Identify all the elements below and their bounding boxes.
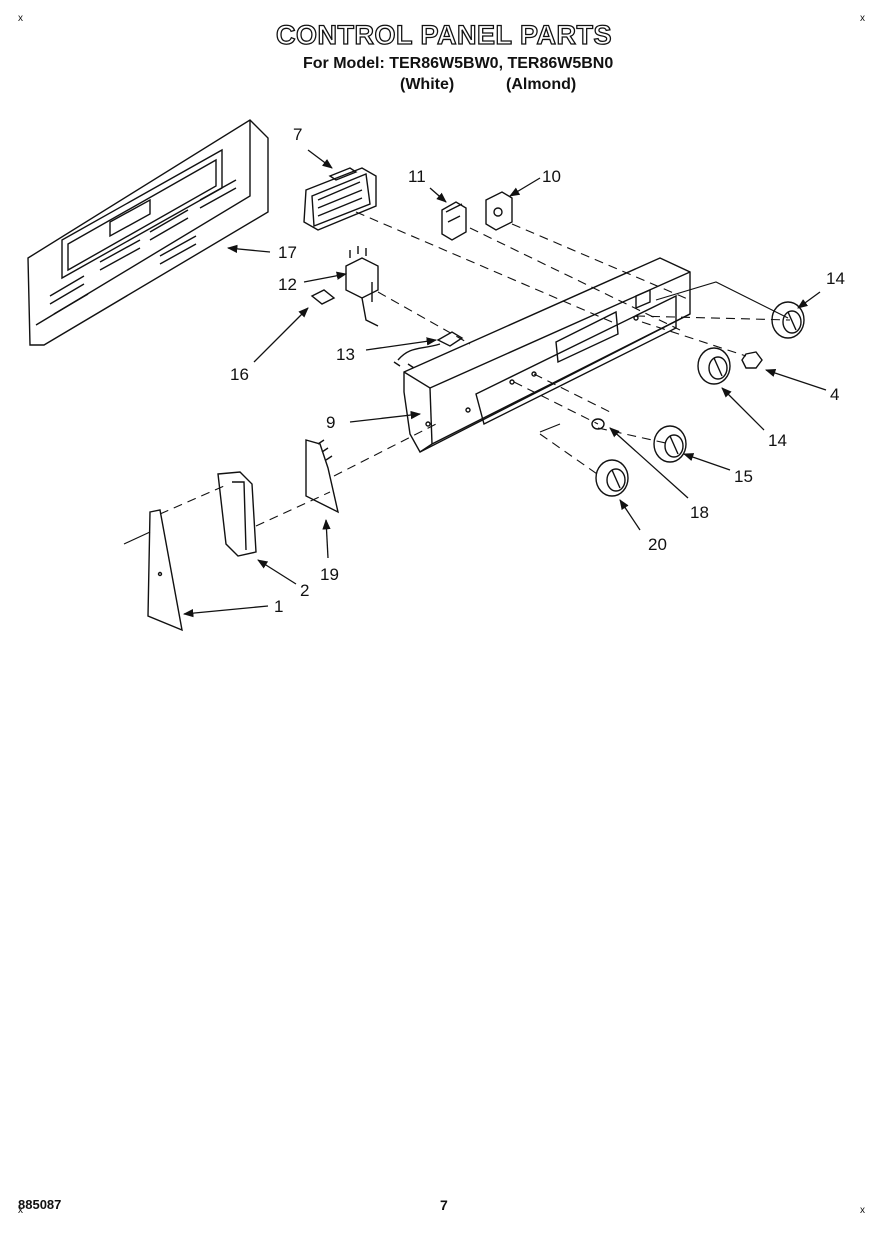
callout-14-lower: 14	[768, 431, 787, 450]
switch-part-12	[345, 246, 379, 327]
end-cap-part-2	[217, 471, 257, 557]
knob-part-14-lower	[697, 347, 731, 385]
callout-1: 1	[274, 597, 283, 616]
page-title: CONTROL PANEL PARTS	[275, 19, 613, 50]
callout-10: 10	[542, 167, 561, 186]
callout-4: 4	[830, 385, 839, 404]
page-number: 7	[440, 1197, 448, 1213]
switch-part-10	[485, 191, 513, 231]
nut-part-4	[741, 351, 763, 369]
corner-mark-bottom-left: x	[18, 1205, 23, 1216]
knob-part-15	[653, 425, 687, 463]
callout-17: 17	[278, 243, 297, 262]
callout-11: 11	[408, 167, 426, 186]
electronic-control-part	[303, 167, 377, 231]
corner-mark-top-right: x	[860, 13, 865, 24]
document-number: 885087	[18, 1197, 62, 1212]
callout-20: 20	[648, 535, 667, 554]
callout-13: 13	[336, 345, 355, 364]
clip-part-16	[310, 289, 336, 305]
corner-mark-bottom-right: x	[860, 1205, 865, 1216]
switch-part-11	[441, 201, 467, 241]
callout-14-upper: 14	[826, 269, 845, 288]
control-panel-part-9	[403, 257, 691, 454]
corner-mark-top-left: x	[18, 13, 23, 24]
rear-panel-shield-part	[27, 119, 269, 346]
callout-9: 9	[326, 413, 335, 432]
knob-part-20	[595, 459, 629, 497]
color-almond: (Almond)	[506, 76, 577, 93]
callout-18: 18	[690, 503, 709, 522]
side-trim-part-1	[147, 509, 183, 632]
callout-15: 15	[734, 467, 753, 486]
callout-7: 7	[293, 125, 302, 144]
bracket-part-19	[305, 439, 340, 514]
callout-19: 19	[320, 565, 339, 584]
callout-2: 2	[300, 581, 309, 600]
color-white: (White)	[400, 76, 455, 93]
callout-16: 16	[230, 365, 249, 384]
callout-12: 12	[278, 275, 297, 294]
model-numbers: For Model: TER86W5BW0, TER86W5BN0	[303, 55, 614, 72]
